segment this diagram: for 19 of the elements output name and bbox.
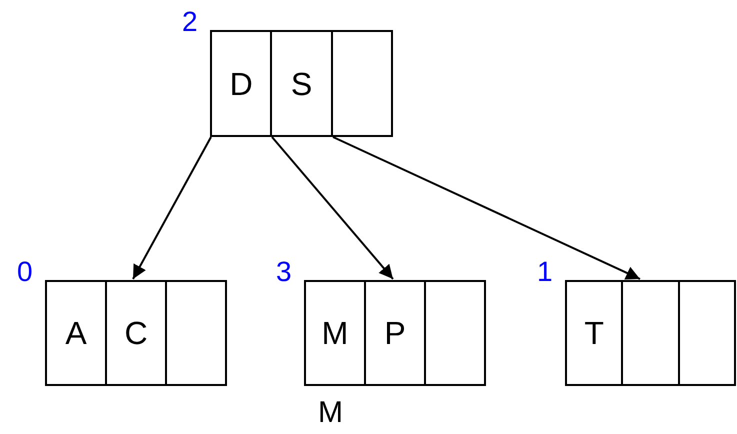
key-cell: T xyxy=(567,282,622,384)
key-cell: M xyxy=(306,282,364,384)
key-cell: P xyxy=(364,282,424,384)
record-box xyxy=(210,30,393,137)
index-number: 3 xyxy=(276,258,292,286)
key-label: M xyxy=(318,398,343,428)
index-number: 0 xyxy=(17,258,33,286)
arrow xyxy=(271,136,394,280)
record-box xyxy=(304,280,486,386)
key-cell: D xyxy=(212,32,270,135)
arrow xyxy=(332,136,640,280)
arrow xyxy=(132,136,212,280)
record-box xyxy=(565,280,736,386)
key-cell: S xyxy=(270,32,331,135)
record-box xyxy=(45,280,227,386)
index-number: 2 xyxy=(182,8,198,36)
key-cell: A xyxy=(47,282,105,384)
index-number: 1 xyxy=(537,258,553,286)
key-cell: C xyxy=(105,282,165,384)
